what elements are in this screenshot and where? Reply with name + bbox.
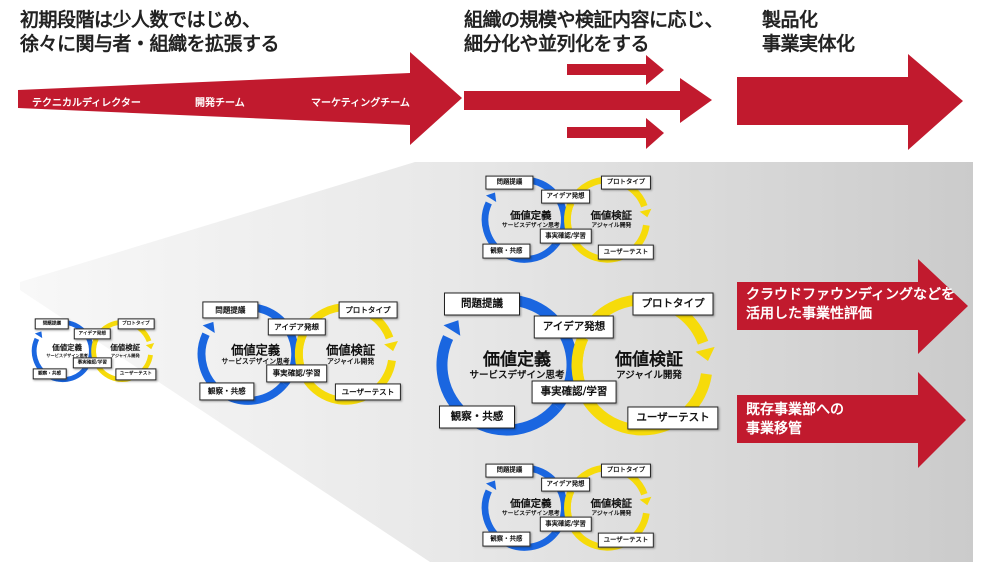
step-problem-box: 問題提議 xyxy=(202,301,259,319)
value-validation-title: 価値検証アジャイル開発 xyxy=(326,343,375,366)
main-phase2-arrow xyxy=(464,78,712,123)
validation-loop-arrowhead xyxy=(639,208,652,218)
role-marketing-team: マーケティングチーム xyxy=(311,98,410,109)
loop-large-center: 価値定義サービスデザイン思考 価値検証アジャイル開発 問題提議アイデア発想プロトタイ… xyxy=(436,290,719,440)
step-idea-box: アイデア発想 xyxy=(267,318,326,336)
step-problem-box: 問題提議 xyxy=(34,318,70,330)
value-definition-title-sub: サービスデザイン思考 xyxy=(46,353,88,359)
value-definition-title-main: 価値定義 xyxy=(510,498,552,511)
step-idea-box: アイデア発想 xyxy=(533,315,615,339)
step-problem-box: 問題提議 xyxy=(485,463,533,478)
value-validation-title-main: 価値検証 xyxy=(590,210,633,223)
value-definition-title-main: 価値定義 xyxy=(231,343,281,358)
heading-phase1: 初期段階は少人数ではじめ、 徐々に関与者・組織を拡張する xyxy=(20,9,280,55)
definition-loop-arrowhead xyxy=(443,320,461,336)
role-dev-team: 開発チーム xyxy=(195,98,245,109)
value-definition-title: 価値定義サービスデザイン思考 xyxy=(221,343,289,366)
step-fact-box: 事実確認/学習 xyxy=(539,228,592,244)
outcome-transfer-label: 既存事業部への 事業移管 xyxy=(746,402,844,437)
step-idea-box: アイデア発想 xyxy=(74,328,111,340)
definition-loop-arrowhead xyxy=(485,480,497,490)
step-fact-box: 事実確認/学習 xyxy=(73,357,112,369)
definition-loop-arrowhead xyxy=(34,331,43,339)
value-definition-title-main: 価値定義 xyxy=(482,350,551,370)
value-definition-title-sub: サービスデザイン思考 xyxy=(221,357,290,366)
step-usertest-box: ユーザーテスト xyxy=(627,406,719,430)
step-usertest-box: ユーザーテスト xyxy=(597,244,655,260)
value-definition-title-main: 価値定義 xyxy=(510,210,552,223)
step-observe-box: 観察・共感 xyxy=(482,244,530,259)
expanding-arrow xyxy=(18,52,462,145)
value-definition-title-sub: サービスデザイン思考 xyxy=(501,222,560,229)
loop-small-left: 価値定義サービスデザイン思考 価値検証アジャイル開発 問題提議アイデア発想プロトタイ… xyxy=(31,318,157,384)
outcome-arrow-1 xyxy=(737,259,968,354)
step-fact-box: 事実確認/学習 xyxy=(265,364,328,382)
validation-loop-arrowhead xyxy=(145,343,155,350)
step-idea-box: アイデア発想 xyxy=(540,477,591,492)
value-validation-title-sub: アジャイル開発 xyxy=(616,370,682,381)
split-arrow-bottom xyxy=(567,118,664,149)
value-validation-title-sub: アジャイル開発 xyxy=(327,357,375,366)
loop-parallel-bottom: 価値定義サービスデザイン思考 価値検証アジャイル開発 問題提議アイデア発想プロトタイ… xyxy=(481,462,655,554)
value-validation-title-sub: アジャイル開発 xyxy=(110,353,140,359)
step-usertest-box: ユーザーテスト xyxy=(115,368,157,380)
step-prototype-box: プロトタイプ xyxy=(600,175,651,190)
step-prototype-box: プロトタイプ xyxy=(338,301,398,319)
value-validation-title: 価値検証アジャイル開発 xyxy=(591,211,632,231)
productization-arrow xyxy=(737,54,963,150)
value-definition-title: 価値定義サービスデザイン思考 xyxy=(502,211,560,231)
validation-loop-arrowhead xyxy=(695,346,715,361)
value-validation-title: 価値検証アジャイル開発 xyxy=(110,343,141,359)
value-validation-title: 価値検証アジャイル開発 xyxy=(591,499,632,519)
heading-phase3: 製品化 事業実体化 xyxy=(762,9,855,55)
value-definition-title-main: 価値定義 xyxy=(52,343,83,353)
definition-loop-arrowhead xyxy=(485,192,497,202)
value-validation-title-main: 価値検証 xyxy=(590,498,633,511)
loop-parallel-top: 価値定義サービスデザイン思考 価値検証アジャイル開発 問題提議アイデア発想プロトタイ… xyxy=(481,174,655,266)
step-observe-box: 観察・共感 xyxy=(199,382,255,400)
step-prototype-box: プロトタイプ xyxy=(600,463,651,478)
step-problem-box: 問題提議 xyxy=(485,175,533,190)
step-fact-box: 事実確認/学習 xyxy=(539,516,592,532)
step-prototype-box: プロトタイプ xyxy=(632,292,714,316)
step-idea-box: アイデア発想 xyxy=(540,189,591,204)
step-fact-box: 事実確認/学習 xyxy=(531,380,617,404)
value-validation-title-main: 価値検証 xyxy=(326,343,376,358)
outcome-crowdfunding-label: クラウドファウンディングなどを 活用した事業性評価 xyxy=(746,287,956,322)
split-arrow-top xyxy=(567,55,664,85)
value-definition-title-sub: サービスデザイン思考 xyxy=(501,510,560,517)
step-usertest-box: ユーザーテスト xyxy=(597,532,655,548)
value-validation-title-main: 価値検証 xyxy=(615,350,683,370)
step-observe-box: 観察・共感 xyxy=(32,368,67,380)
value-definition-title: 価値定義サービスデザイン思考 xyxy=(502,499,560,519)
validation-loop-arrowhead xyxy=(639,496,652,506)
step-problem-box: 問題提議 xyxy=(444,292,520,316)
step-prototype-box: プロトタイプ xyxy=(117,318,155,330)
step-observe-box: 観察・共感 xyxy=(482,532,530,547)
expansion-panel-shape xyxy=(20,162,973,562)
step-observe-box: 観察・共感 xyxy=(439,405,515,429)
value-validation-title-sub: アジャイル開発 xyxy=(591,510,632,517)
role-technical-director: テクニカルディレクター xyxy=(32,98,141,109)
value-validation-title-main: 価値検証 xyxy=(110,343,141,353)
value-validation-title: 価値検証アジャイル開発 xyxy=(615,350,683,382)
step-usertest-box: ユーザーテスト xyxy=(334,383,401,401)
definition-loop-arrowhead xyxy=(202,321,215,333)
outcome-arrow-2 xyxy=(737,372,966,468)
loop-medium: 価値定義サービスデザイン思考 価値検証アジャイル開発 問題提議アイデア発想プロトタイ… xyxy=(197,300,401,408)
value-definition-title: 価値定義サービスデザイン思考 xyxy=(469,350,564,382)
validation-loop-arrowhead xyxy=(384,340,398,352)
value-definition-title-sub: サービスデザイン思考 xyxy=(469,370,565,381)
value-validation-title-sub: アジャイル開発 xyxy=(591,222,632,229)
value-definition-title: 価値定義サービスデザイン思考 xyxy=(46,343,88,359)
heading-phase2: 組織の規模や検証内容に応じ、 細分化や並列化をする xyxy=(464,9,724,55)
